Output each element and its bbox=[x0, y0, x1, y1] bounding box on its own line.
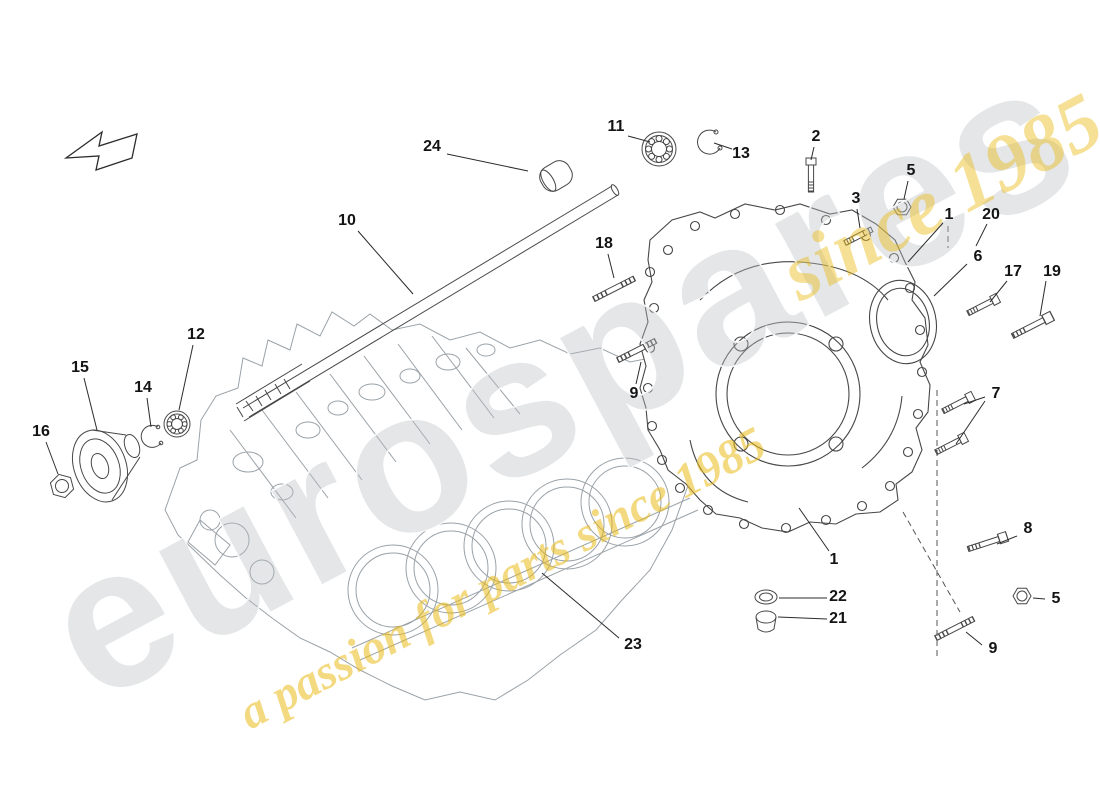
part-label-23[interactable]: 23 bbox=[624, 636, 642, 653]
leader-line-7 bbox=[955, 400, 986, 445]
leader-line-13 bbox=[713, 142, 733, 150]
small-parts-drawing bbox=[49, 129, 1056, 641]
part-label-5[interactable]: 5 bbox=[1051, 590, 1061, 607]
leader-line-20 bbox=[975, 223, 988, 247]
part-label-9[interactable]: 9 bbox=[988, 640, 998, 657]
part-label-21[interactable]: 21 bbox=[829, 610, 847, 627]
direction-arrow-icon bbox=[63, 130, 138, 171]
leader-line-10 bbox=[357, 230, 414, 295]
circlip-drawing bbox=[140, 424, 164, 448]
leader-line-9 bbox=[965, 631, 983, 646]
leader-line-3 bbox=[856, 208, 861, 229]
part-label-3[interactable]: 3 bbox=[851, 190, 861, 207]
leader-line-24 bbox=[446, 153, 529, 172]
leader-line-5 bbox=[903, 180, 909, 200]
part-label-11[interactable]: 11 bbox=[607, 118, 625, 135]
circlip-drawing bbox=[697, 129, 723, 155]
part-label-6[interactable]: 6 bbox=[973, 248, 983, 265]
bearing-drawing bbox=[641, 131, 677, 167]
construction-lines bbox=[902, 226, 961, 660]
plug-drawing bbox=[755, 610, 777, 633]
leader-line-1 bbox=[798, 507, 830, 552]
part-label-5[interactable]: 5 bbox=[906, 162, 916, 179]
leader-line-17 bbox=[989, 280, 1008, 303]
part-label-16[interactable]: 16 bbox=[32, 423, 50, 440]
leader-line-1 bbox=[907, 222, 944, 263]
bearing-drawing bbox=[163, 410, 191, 438]
part-label-2[interactable]: 2 bbox=[811, 128, 821, 145]
leader-line-18 bbox=[607, 253, 615, 279]
part-label-7[interactable]: 7 bbox=[991, 385, 1001, 402]
nut-drawing bbox=[49, 473, 75, 499]
leader-line-12 bbox=[178, 344, 194, 411]
part-label-10[interactable]: 10 bbox=[338, 212, 356, 229]
axle-shaft-drawing bbox=[235, 184, 620, 422]
part-label-22[interactable]: 22 bbox=[829, 588, 847, 605]
part-label-14[interactable]: 14 bbox=[134, 379, 152, 396]
leader-line-23 bbox=[541, 572, 620, 639]
seal-ring-drawing bbox=[754, 589, 778, 605]
engine-block-drawing bbox=[164, 311, 701, 701]
leader-line-15 bbox=[83, 377, 98, 431]
part-label-20[interactable]: 20 bbox=[982, 206, 1000, 223]
flange-drawing bbox=[71, 429, 141, 503]
part-label-24[interactable]: 24 bbox=[423, 138, 441, 155]
leader-line-5 bbox=[1032, 597, 1046, 600]
leader-line-14 bbox=[146, 397, 152, 428]
leader-line-21 bbox=[777, 616, 828, 620]
leader-line-16 bbox=[45, 441, 59, 475]
part-label-12[interactable]: 12 bbox=[187, 326, 205, 343]
leader-line-2 bbox=[810, 146, 815, 161]
leader-line-19 bbox=[1039, 280, 1047, 317]
part-label-17[interactable]: 17 bbox=[1004, 263, 1022, 280]
part-label-18[interactable]: 18 bbox=[595, 235, 613, 252]
leader-line-7 bbox=[963, 396, 986, 405]
cover-drawing bbox=[639, 203, 937, 534]
leader-line-11 bbox=[627, 135, 651, 143]
part-label-13[interactable]: 13 bbox=[732, 145, 750, 162]
part-label-9[interactable]: 9 bbox=[629, 385, 639, 402]
part-label-8[interactable]: 8 bbox=[1023, 520, 1033, 537]
leader-line-6 bbox=[933, 263, 968, 297]
leader-line-8 bbox=[996, 535, 1018, 545]
part-label-1[interactable]: 1 bbox=[944, 206, 954, 223]
leader-lines bbox=[45, 135, 1047, 646]
o-ring-seal-drawing bbox=[869, 279, 937, 365]
part-label-15[interactable]: 15 bbox=[71, 359, 89, 376]
part-label-1[interactable]: 1 bbox=[829, 551, 839, 568]
part-label-19[interactable]: 19 bbox=[1043, 263, 1061, 280]
cap-drawing bbox=[539, 160, 573, 192]
leader-line-9 bbox=[635, 361, 642, 385]
